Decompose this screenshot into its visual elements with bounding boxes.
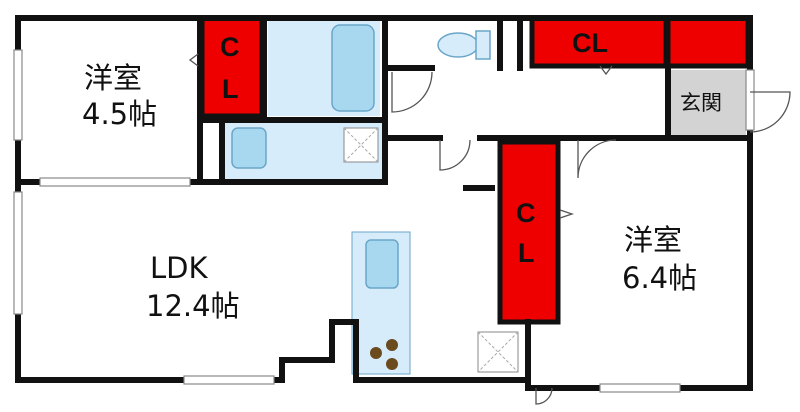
room-name-western-large: 洋室	[624, 223, 682, 257]
bathtub	[331, 24, 375, 112]
toilet-bowl	[437, 32, 479, 58]
closet-label-c: C	[220, 32, 240, 62]
toilet-tank	[475, 30, 491, 60]
stove-burner	[370, 347, 382, 359]
entrance-label: 玄関	[680, 91, 722, 115]
fridge-space	[477, 331, 519, 373]
wash-basin	[231, 127, 267, 169]
room-name-ldk: LDK	[150, 251, 208, 285]
room-name-western-small: 洋室	[84, 61, 142, 95]
closet-label-cl: CL	[572, 28, 608, 58]
room-size-western-large: 6.4帖	[622, 261, 697, 295]
room-size-ldk: 12.4帖	[146, 289, 240, 323]
closet-label-l-vertical: L	[518, 238, 535, 268]
room-size-western-small: 4.5帖	[82, 97, 157, 131]
doors	[188, 53, 791, 405]
closet-label-l: L	[222, 74, 239, 104]
entrance-area	[668, 70, 746, 138]
stove-burner	[386, 358, 398, 370]
kitchen-sink	[365, 239, 399, 289]
windows	[13, 49, 755, 393]
shoe-closet	[665, 15, 751, 69]
closet-room-64	[497, 139, 561, 325]
closet-label-c-vertical: C	[516, 198, 536, 228]
stove-burner	[386, 339, 398, 351]
